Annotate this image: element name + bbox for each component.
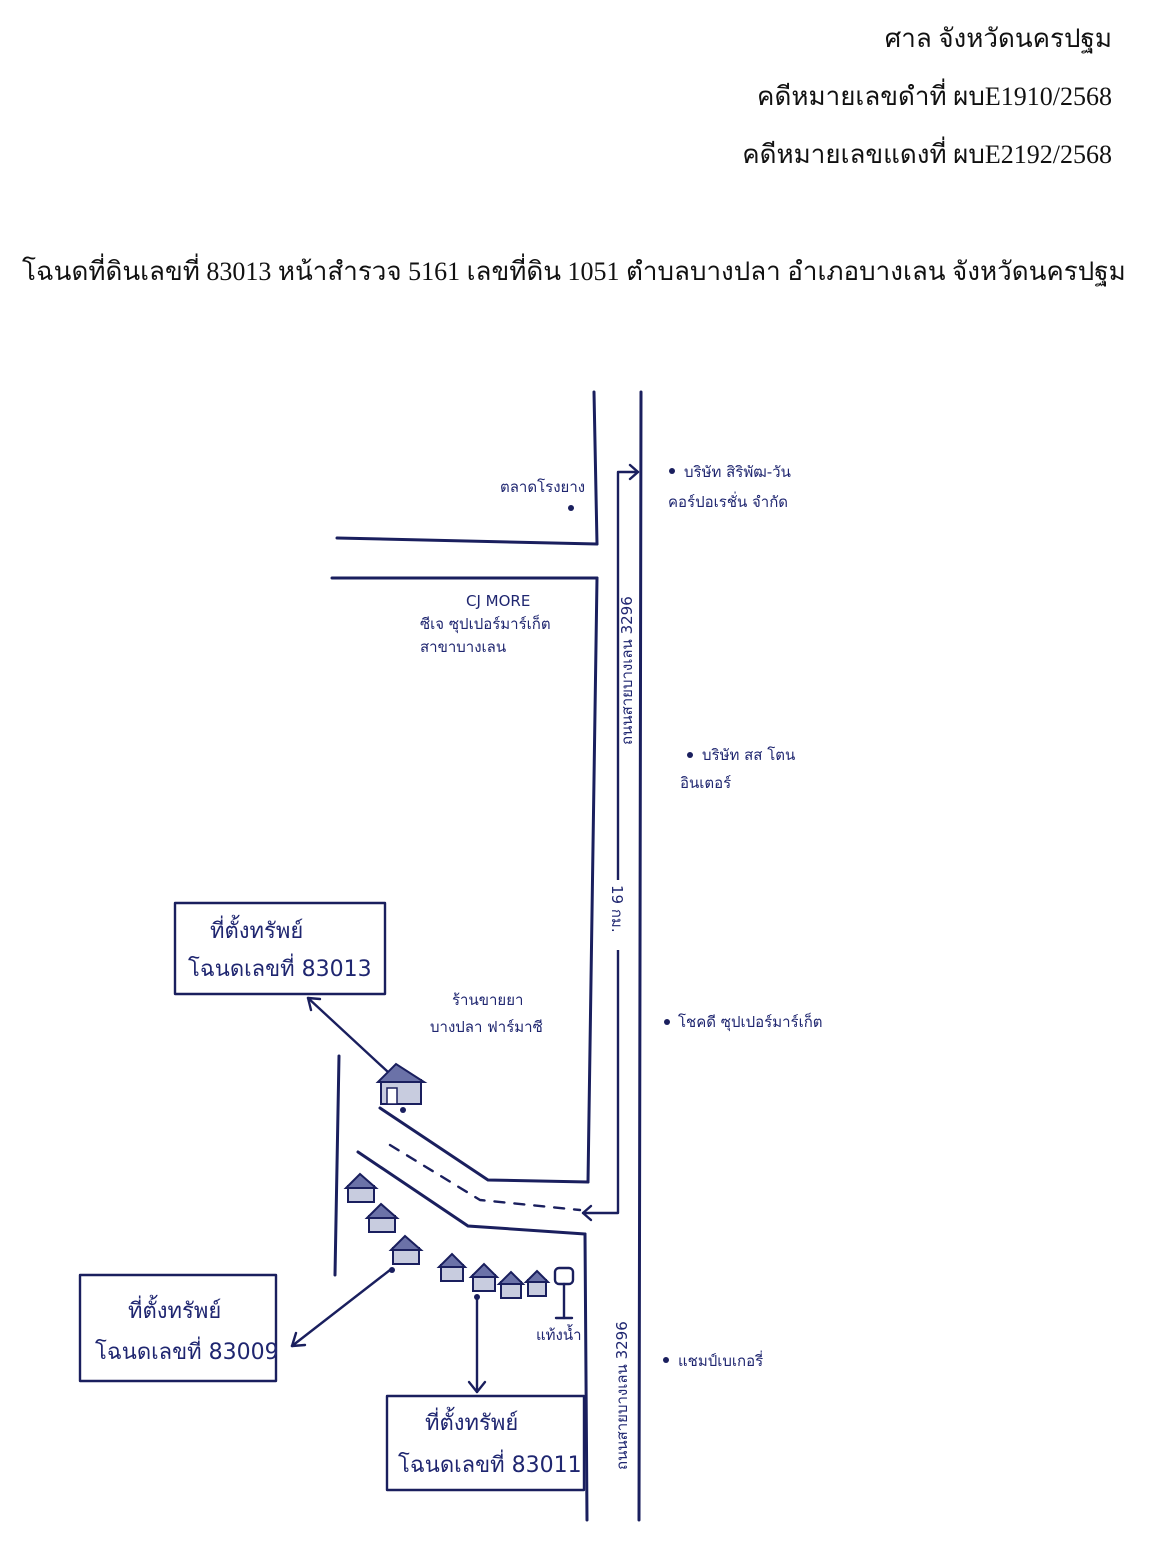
- house-icon: [343, 1172, 379, 1203]
- property-box-83013: [173, 901, 387, 996]
- house-icon: [496, 1270, 526, 1299]
- road-label-lower: ถนนสายบางเลน 3296: [613, 1321, 631, 1470]
- property-box-83011-deed: โฉนดเลขที่ 83011: [398, 1449, 582, 1478]
- road-label-upper: ถนนสายบางเลน 3296: [618, 596, 636, 745]
- house-dot: [389, 1267, 395, 1273]
- cj-more-subtitle: ซีเจ ซุปเปอร์มาร์เก็ต: [420, 614, 551, 634]
- pharmacy-label-1: ร้านขายยา: [452, 991, 523, 1009]
- property-box-83009-title: ที่ตั้งทรัพย์: [128, 1295, 221, 1324]
- cj-more-branch: สาขาบางเลน: [420, 638, 506, 656]
- chokdee-label: โชคดี ซุปเปอร์มาร์เก็ต: [678, 1012, 823, 1032]
- court-name: ศาล จังหวัดนครปฐม: [884, 24, 1112, 53]
- cj-more-label: CJ MORE: [466, 592, 530, 610]
- property-box-83009-deed: โฉนดเลขที่ 83009: [95, 1336, 279, 1365]
- soi-south-edge: [356, 1150, 587, 1236]
- highway-west-edge-mid: [586, 576, 599, 1184]
- property-box-83011-title: ที่ตั้งทรัพย์: [425, 1407, 518, 1436]
- highway-west-edge-top: [592, 390, 599, 546]
- company-ss-label-1: บริษัท สส โตน: [702, 746, 795, 764]
- property-box-83013-deed: โฉนดเลขที่ 83013: [188, 953, 372, 982]
- chokdee-dot: [664, 1019, 670, 1025]
- property-box-83013-title: ที่ตั้งทรัพย์: [210, 915, 303, 944]
- soi-west-boundary: [333, 1054, 341, 1277]
- house-icon: [523, 1269, 551, 1297]
- house-icon: [375, 1062, 428, 1105]
- house-icon: [436, 1252, 468, 1282]
- company-ss-label-2: อินเตอร์: [680, 774, 731, 792]
- black-case-number: คดีหมายเลขดำที่ ผบE1910/2568: [757, 82, 1112, 111]
- side-road-north-edge: [335, 536, 599, 546]
- property-box-83011: [385, 1394, 586, 1492]
- deed-description: โฉนดที่ดินเลขที่ 83013 หน้าสำรวจ 5161 เล…: [22, 257, 1126, 286]
- company-one-dot: [669, 468, 675, 474]
- distance-arrow-head-bottom: [581, 1204, 593, 1222]
- house-icon: [364, 1202, 400, 1233]
- water-tank-label: แท้งน้ำ: [536, 1324, 582, 1344]
- champ-bakery-label: แชมป์เบเกอรี่: [678, 1350, 763, 1370]
- soi-north-edge: [378, 1106, 590, 1184]
- arrow-to-83009-head: [290, 1331, 307, 1348]
- market-dot: [568, 505, 574, 511]
- red-case-number: คดีหมายเลขแดงที่ ผบE2192/2568: [742, 140, 1112, 169]
- house-dot: [400, 1107, 406, 1113]
- distance-label-bg: [609, 880, 627, 950]
- arrow-to-83009: [290, 1268, 392, 1348]
- highway-west-edge-bottom: [583, 1232, 589, 1522]
- house-icon: [388, 1234, 424, 1265]
- arrow-to-83011-head: [467, 1380, 487, 1394]
- distance-label: 19 กม.: [608, 885, 626, 933]
- highway-east-edge: [637, 390, 643, 1522]
- soi-center-line: [388, 1143, 582, 1212]
- company-one-label-1: บริษัท สิริพัฒ-วัน: [684, 463, 791, 481]
- arrow-to-83013-head: [306, 996, 322, 1012]
- property-box-83009: [78, 1273, 278, 1383]
- company-one-label-2: คอร์ปอเรชั่น จำกัด: [668, 491, 788, 511]
- distance-arrow-line: [581, 470, 640, 1215]
- water-tank-icon: [553, 1266, 575, 1320]
- arrow-to-83013: [306, 996, 390, 1074]
- company-ss-dot: [687, 752, 693, 758]
- house-icon: [468, 1262, 500, 1292]
- pharmacy-label-2: บางปลา ฟาร์มาซี: [430, 1018, 543, 1036]
- distance-arrow-head-top: [628, 463, 640, 481]
- market-label: ตลาดโรงยาง: [500, 478, 585, 496]
- champ-bakery-dot: [663, 1357, 669, 1363]
